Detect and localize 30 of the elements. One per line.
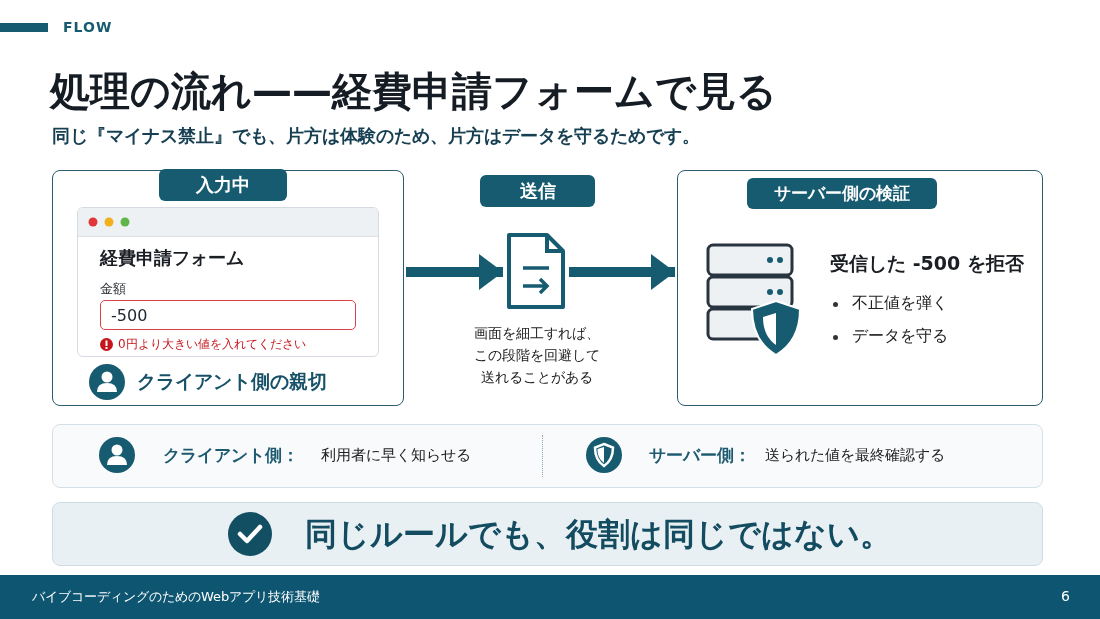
conclusion-banner	[52, 502, 1043, 566]
bullet-text: データを守る	[852, 326, 948, 347]
step-label: 送信	[480, 175, 595, 207]
stage-panel	[677, 170, 1043, 406]
step-label: 入力中	[159, 169, 287, 201]
conclusion-text: 同じルールでも、役割は同じではない。	[305, 514, 892, 555]
section-tag: FLOW	[63, 19, 113, 35]
browser-window	[77, 207, 379, 357]
side-label: クライアント側：	[163, 444, 299, 467]
result-heading: 受信した -500 を拒否	[830, 251, 1024, 276]
document-icon	[505, 232, 567, 310]
form-title: 経費申請フォーム	[100, 246, 244, 270]
summary-panel	[52, 424, 1043, 488]
error-message: 0円より大きい値を入れてください	[118, 336, 306, 353]
side-description: 利用者に早く知らせる	[321, 446, 471, 465]
slide-title: 処理の流れ——経費申請フォームで見る	[50, 67, 777, 116]
side-description: 送られた値を最終確認する	[765, 446, 945, 465]
page-number: 6	[1061, 588, 1070, 604]
input-field: -500	[100, 300, 356, 330]
arrow	[569, 254, 675, 290]
panel-caption: クライアント側の親切	[137, 369, 327, 394]
stage-panel	[52, 170, 404, 406]
bullet-text: 不正値を弾く	[852, 293, 948, 314]
subtitle: 同じ『マイナス禁止』でも、片方は体験のため、片方はデータを守るためです。	[52, 124, 700, 148]
field-label: 金額	[100, 280, 126, 298]
side-label: サーバー側：	[649, 444, 751, 467]
arrow	[406, 254, 503, 290]
footer-text: バイブコーディングのためのWebアプリ技術基礎	[32, 588, 321, 606]
step-label: サーバー側の検証	[747, 178, 937, 209]
step-caption: 画面を細工すれば、この段階を回避して送れることがある	[473, 324, 601, 387]
